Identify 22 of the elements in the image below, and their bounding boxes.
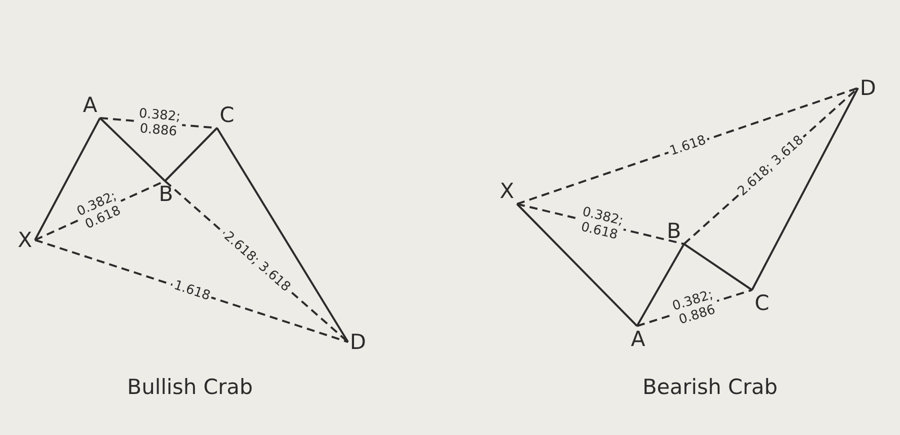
- point-label: B: [664, 218, 684, 244]
- solid-line: [99, 117, 166, 182]
- solid-line: [516, 203, 638, 327]
- solid-line: [34, 118, 101, 240]
- pattern-caption: Bullish Crab: [127, 375, 253, 399]
- point-label: D: [348, 329, 368, 355]
- point-label: B: [156, 181, 176, 207]
- point-label: C: [217, 102, 237, 128]
- solid-line: [164, 127, 218, 182]
- dashed-line: [34, 239, 348, 343]
- solid-line: [683, 243, 753, 291]
- point-label: X: [497, 178, 517, 204]
- point-label: D: [858, 75, 878, 101]
- point-label: A: [628, 326, 648, 352]
- solid-line: [751, 88, 859, 290]
- pattern-caption: Bearish Crab: [642, 375, 778, 399]
- point-label: X: [15, 227, 35, 253]
- dashed-line: [516, 87, 858, 205]
- point-label: C: [752, 290, 772, 316]
- solid-line: [216, 127, 349, 343]
- point-label: A: [80, 92, 100, 118]
- solid-line: [636, 244, 685, 326]
